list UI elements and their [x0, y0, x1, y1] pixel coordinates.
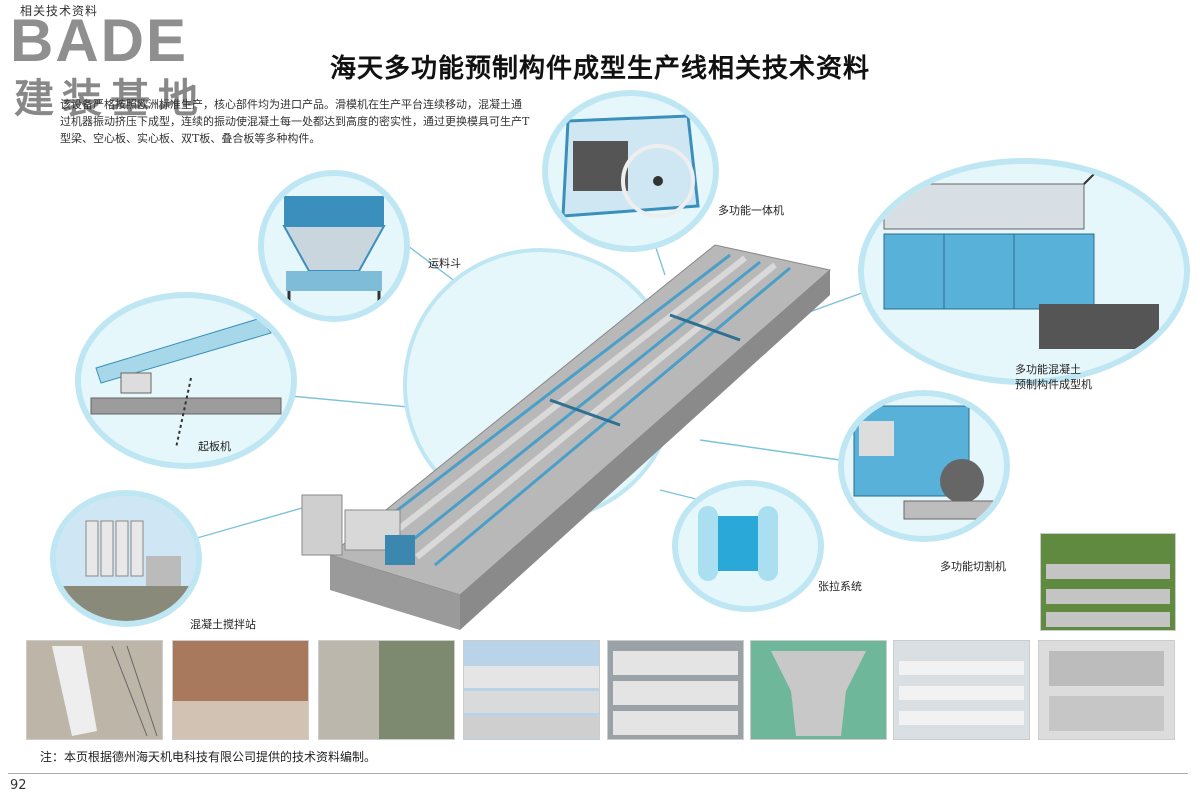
former-machine-bubble	[858, 158, 1190, 385]
page-title: 海天多功能预制构件成型生产线相关技术资料	[330, 54, 871, 84]
lifter-bubble	[75, 292, 297, 469]
callout-cutter: 多功能切割机	[940, 560, 1006, 573]
tension-bubble	[672, 480, 824, 612]
mixing-station-bubble	[50, 490, 202, 627]
callout-lifter: 起板机	[198, 440, 231, 453]
page-number: 92	[10, 778, 27, 793]
callout-integrated-machine: 多功能一体机	[718, 204, 784, 217]
logo: BADE 建装基地	[8, 7, 233, 122]
footnote: 注：本页根据德州海天机电科技有限公司提供的技术资料编制。	[40, 750, 377, 764]
callout-mixing-station: 混凝土搅拌站	[190, 618, 256, 631]
intro-paragraph: 该设备严格按照欧洲标准生产，核心部件均为进口产品。滑模机在生产平台连续移动，混凝…	[60, 98, 530, 145]
photo-t-beam	[26, 640, 163, 740]
photo-stacked-panels	[463, 640, 600, 740]
callout-former-machine: 多功能混凝土 预制构件成型机	[1015, 363, 1092, 391]
integrated-machine-icon	[561, 114, 700, 218]
photo-hollow-block	[1038, 640, 1175, 740]
photo-double-t-section	[750, 640, 887, 740]
logo-subtitle: 建装基地	[14, 76, 206, 122]
precast-stack-photo	[1040, 533, 1176, 631]
photo-hollow-slab-ends	[893, 640, 1030, 740]
callout-tension: 张拉系统	[818, 580, 862, 593]
page-footer-rule	[8, 773, 1188, 774]
former-machine-icon	[883, 173, 1159, 349]
cutter-bubble	[838, 390, 1010, 542]
callout-hopper: 运料斗	[428, 257, 461, 270]
section-tag: 相关技术资料	[20, 4, 99, 18]
photo-solid-slab	[318, 640, 455, 740]
hopper-bubble	[258, 170, 410, 322]
logo-brand: BADE	[10, 7, 189, 74]
production-line-illustration	[301, 244, 832, 630]
integrated-machine-bubble	[542, 90, 719, 252]
photo-aggregate-slab	[172, 640, 309, 740]
photo-hollow-core-stack	[607, 640, 744, 740]
mixing-station-icon	[56, 496, 196, 621]
hopper-icon	[282, 196, 386, 306]
tension-system-icon	[698, 506, 778, 581]
lifter-icon	[90, 317, 282, 449]
cutter-icon	[853, 405, 1000, 520]
